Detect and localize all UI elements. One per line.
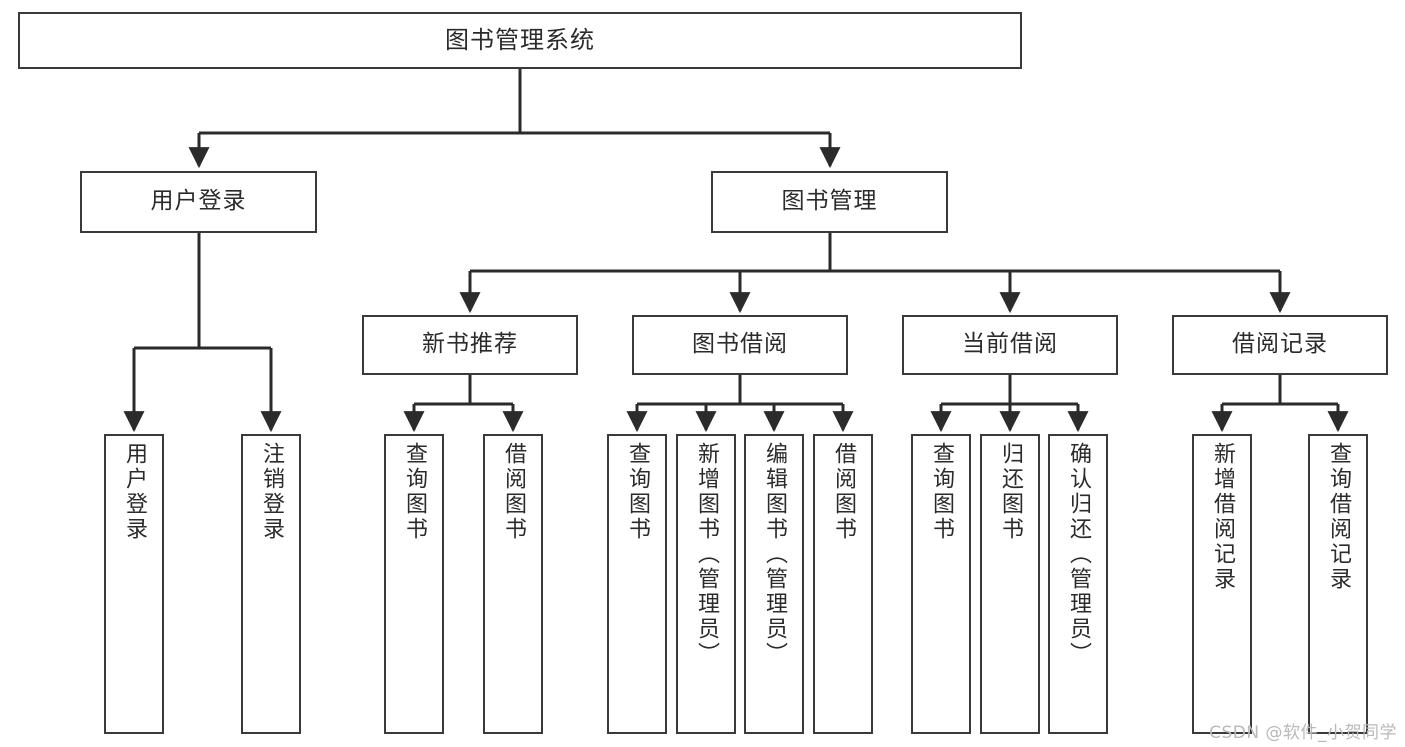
node-label: 新增借阅记录	[1210, 442, 1235, 592]
node-label: 编辑图书（管理员）	[762, 442, 787, 667]
node-current-borrow[interactable]: 当前借阅	[902, 315, 1118, 375]
node-label: 用户登录	[150, 188, 247, 215]
node-label: 当前借阅	[962, 331, 1058, 358]
node-new-book-recommend[interactable]: 新书推荐	[362, 315, 578, 375]
node-leaf-borrow-book-2[interactable]: 借阅图书	[813, 434, 873, 734]
node-leaf-user-login[interactable]: 用户登录	[104, 434, 164, 734]
node-label: 借阅图书	[831, 442, 856, 542]
node-leaf-query-book-2[interactable]: 查询图书	[607, 434, 667, 734]
node-leaf-confirm-return[interactable]: 确认归还（管理员）	[1048, 434, 1108, 734]
node-label: 查询图书	[929, 442, 954, 542]
node-label: 新书推荐	[422, 331, 518, 358]
node-label: 用户登录	[122, 442, 147, 542]
node-label: 注销登录	[259, 442, 284, 542]
node-label: 借阅记录	[1232, 331, 1328, 358]
watermark: CSDN @软件_小贺同学	[1209, 723, 1397, 743]
node-leaf-borrow-book-1[interactable]: 借阅图书	[483, 434, 543, 734]
node-label: 确认归还（管理员）	[1066, 442, 1091, 667]
node-label: 图书管理	[781, 188, 878, 215]
node-leaf-add-book[interactable]: 新增图书（管理员）	[676, 434, 736, 734]
node-root-book-management-system[interactable]: 图书管理系统	[18, 12, 1022, 69]
node-label: 图书管理系统	[445, 26, 595, 55]
node-book-manage[interactable]: 图书管理	[711, 171, 948, 233]
node-leaf-logout-login[interactable]: 注销登录	[241, 434, 301, 734]
node-leaf-query-book-3[interactable]: 查询图书	[911, 434, 971, 734]
node-label: 查询图书	[402, 442, 427, 542]
node-leaf-edit-book[interactable]: 编辑图书（管理员）	[744, 434, 804, 734]
node-label: 借阅图书	[501, 442, 526, 542]
node-leaf-query-book-1[interactable]: 查询图书	[384, 434, 444, 734]
node-borrow-record[interactable]: 借阅记录	[1172, 315, 1388, 375]
node-user-login[interactable]: 用户登录	[80, 171, 317, 233]
node-label: 新增图书（管理员）	[694, 442, 719, 667]
node-leaf-add-record[interactable]: 新增借阅记录	[1192, 434, 1252, 734]
node-label: 查询借阅记录	[1326, 442, 1351, 592]
node-label: 图书借阅	[692, 331, 788, 358]
node-leaf-query-record[interactable]: 查询借阅记录	[1308, 434, 1368, 734]
node-book-borrow[interactable]: 图书借阅	[632, 315, 848, 375]
node-leaf-return-book[interactable]: 归还图书	[980, 434, 1040, 734]
node-label: 归还图书	[998, 442, 1023, 542]
node-label: 查询图书	[625, 442, 650, 542]
